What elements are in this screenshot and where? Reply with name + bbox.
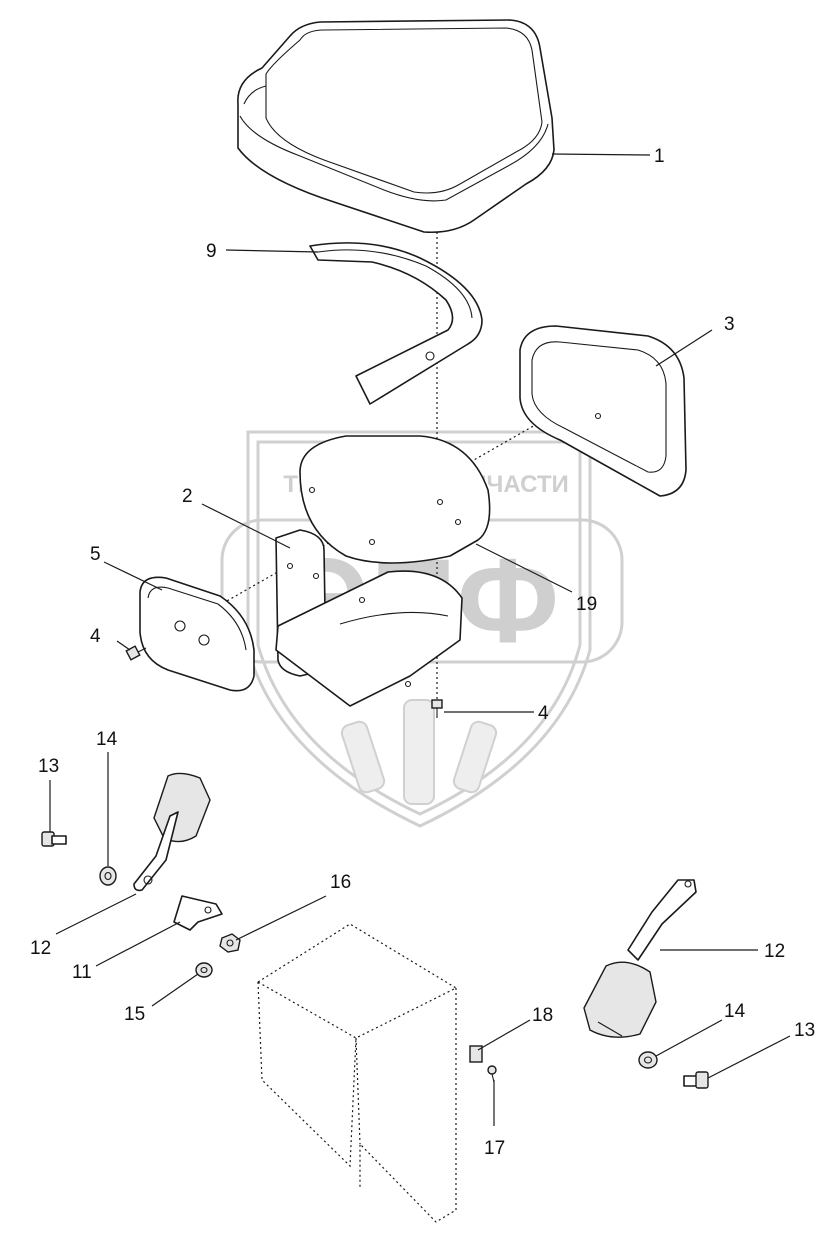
nut-16: [219, 933, 241, 953]
bolt-left: [41, 831, 67, 847]
callout-13-left: 13: [38, 756, 59, 777]
seat-belt-retractor-right: [583, 879, 697, 1038]
callout-19: 19: [576, 594, 597, 615]
seat-belt-buckle-left: [133, 772, 211, 892]
washer-right: [638, 1051, 658, 1069]
callout-11: 11: [72, 962, 92, 983]
bolt-right: [683, 1071, 709, 1089]
callout-17: 17: [484, 1138, 505, 1159]
callout-labels: 1 9 3 2 19 5 4 4 14 13 16 12 11 15 12 18…: [30, 146, 815, 1159]
callout-3: 3: [724, 314, 735, 335]
nut-15: [195, 962, 213, 978]
callout-13-right: 13: [794, 1020, 815, 1041]
callout-12-left: 12: [30, 938, 51, 959]
seat-base-housing: [256, 923, 458, 1223]
washer-left: [99, 866, 117, 886]
mounting-bracket: [275, 529, 463, 707]
side-pad: [139, 576, 255, 692]
callout-15: 15: [124, 1004, 145, 1025]
trim-strip: [309, 242, 483, 405]
buckle-bracket-small: [173, 895, 223, 931]
backrest-pad: [519, 325, 687, 497]
wheat-icon: [340, 699, 498, 805]
callout-5: 5: [90, 544, 101, 565]
seat-cushion: [237, 19, 555, 234]
callout-14-left: 14: [96, 729, 118, 750]
watermark-shield-inner: [256, 440, 582, 816]
callout-18: 18: [532, 1005, 553, 1026]
callout-4-center: 4: [538, 703, 549, 724]
callout-14-right: 14: [724, 1001, 746, 1022]
seat-plate: [299, 435, 491, 564]
callout-9: 9: [206, 241, 217, 262]
screw-center: [431, 699, 443, 718]
callout-2: 2: [182, 486, 193, 507]
screw-17: [487, 1065, 497, 1083]
callout-16: 16: [330, 872, 351, 893]
callout-12-right: 12: [764, 941, 785, 962]
callout-4-left: 4: [90, 626, 101, 647]
callout-1: 1: [654, 146, 665, 167]
watermark-shield: [246, 430, 592, 828]
leader-lines: [49, 153, 791, 1126]
